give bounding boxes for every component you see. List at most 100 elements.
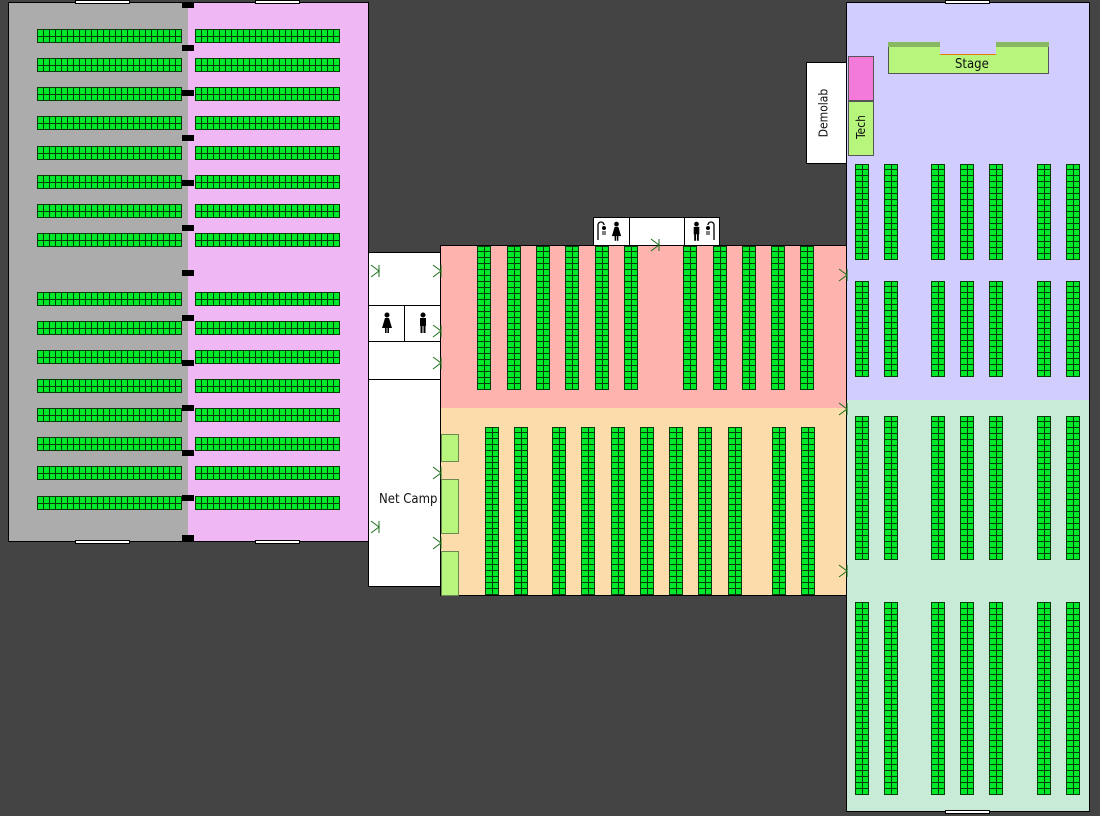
female-figure-icon: [382, 312, 392, 333]
seat-column: [931, 281, 945, 377]
shower-icon: [706, 221, 715, 240]
door-icon: [432, 536, 442, 550]
stage-label: Stage: [955, 57, 989, 72]
seat-column: [800, 246, 814, 390]
seat-column: [536, 246, 550, 390]
seat-column: [989, 164, 1003, 260]
tech-room: [848, 101, 874, 156]
door-icon: [650, 238, 660, 252]
seat-row: [37, 408, 182, 422]
seat-row: [37, 87, 182, 101]
seat-column: [514, 427, 528, 595]
seat-column: [595, 246, 609, 390]
hall-west-door-top-1[interactable]: [75, 0, 130, 4]
seat-row: [37, 379, 182, 393]
seat-column: [1037, 602, 1051, 795]
seat-row: [195, 437, 340, 451]
door-icon: [370, 264, 380, 278]
door-icon: [838, 402, 848, 416]
restroom-divider: [404, 305, 405, 342]
seat-row: [195, 116, 340, 130]
hall-west-pink: [188, 2, 369, 542]
female-figure-icon: [611, 221, 622, 241]
seat-column: [960, 602, 974, 795]
seat-row: [195, 408, 340, 422]
seat-column: [884, 416, 898, 560]
hall-east-door-bottom[interactable]: [945, 810, 990, 814]
seat-column: [1066, 281, 1080, 377]
divider-post: [182, 180, 194, 186]
seat-column: [771, 246, 785, 390]
door-icon: [432, 356, 442, 370]
seat-column: [669, 427, 683, 595]
shower-divider-right: [684, 217, 685, 246]
divider-post: [182, 135, 194, 141]
seat-row: [195, 146, 340, 160]
magenta-block: [848, 56, 874, 101]
seat-column: [855, 416, 869, 560]
seat-column: [931, 416, 945, 560]
seat-column: [742, 246, 756, 390]
seat-column: [1037, 164, 1051, 260]
tan-side-block-1: [441, 434, 459, 462]
seat-column: [855, 164, 869, 260]
shower-divider-left: [629, 217, 630, 246]
divider-post: [182, 315, 194, 321]
demolab-room: [806, 62, 847, 164]
divider-post: [182, 405, 194, 411]
divider-post: [182, 225, 194, 231]
divider-post: [182, 450, 194, 456]
tan-side-block-3: [441, 551, 459, 596]
seat-column: [698, 427, 712, 595]
divider-post: [182, 90, 194, 96]
seat-row: [195, 233, 340, 247]
tech-label: Tech: [853, 115, 868, 139]
seat-column: [1066, 602, 1080, 795]
seat-row: [37, 175, 182, 189]
male-figure-icon: [693, 221, 700, 241]
seat-column: [801, 427, 815, 595]
male-figure-icon: [420, 312, 426, 333]
door-icon: [370, 520, 380, 534]
seat-row: [195, 350, 340, 364]
seat-row: [195, 58, 340, 72]
seat-row: [37, 204, 182, 218]
seat-column: [640, 427, 654, 595]
seat-column: [581, 427, 595, 595]
seat-row: [195, 321, 340, 335]
seat-column: [772, 427, 786, 595]
seat-column: [931, 602, 945, 795]
divider-post: [182, 270, 194, 276]
seat-column: [507, 246, 521, 390]
seat-row: [37, 116, 182, 130]
hall-west-door-top-2[interactable]: [255, 0, 300, 4]
demolab-label: Demolab: [816, 88, 831, 138]
seat-row: [195, 292, 340, 306]
seat-row: [37, 496, 182, 510]
seat-row: [37, 466, 182, 480]
hall-east-door-top[interactable]: [945, 0, 990, 4]
seat-row: [195, 379, 340, 393]
seat-column: [624, 246, 638, 390]
seat-column: [855, 281, 869, 377]
seat-column: [713, 246, 727, 390]
net-camp-label: Net Camp: [379, 492, 438, 507]
seat-column: [477, 246, 491, 390]
seat-column: [1037, 281, 1051, 377]
seat-column: [989, 602, 1003, 795]
hall-west-door-bottom-1[interactable]: [75, 540, 130, 544]
door-icon: [838, 268, 848, 282]
seat-column: [1066, 416, 1080, 560]
seat-column: [884, 602, 898, 795]
seat-row: [195, 466, 340, 480]
seat-row: [195, 175, 340, 189]
seat-row: [37, 350, 182, 364]
hall-center-salmon: [440, 245, 847, 408]
seat-column: [855, 602, 869, 795]
seat-row: [37, 292, 182, 306]
seat-column: [728, 427, 742, 595]
seat-column: [1037, 416, 1051, 560]
seat-row: [37, 146, 182, 160]
hall-west-door-bottom-2[interactable]: [255, 540, 300, 544]
